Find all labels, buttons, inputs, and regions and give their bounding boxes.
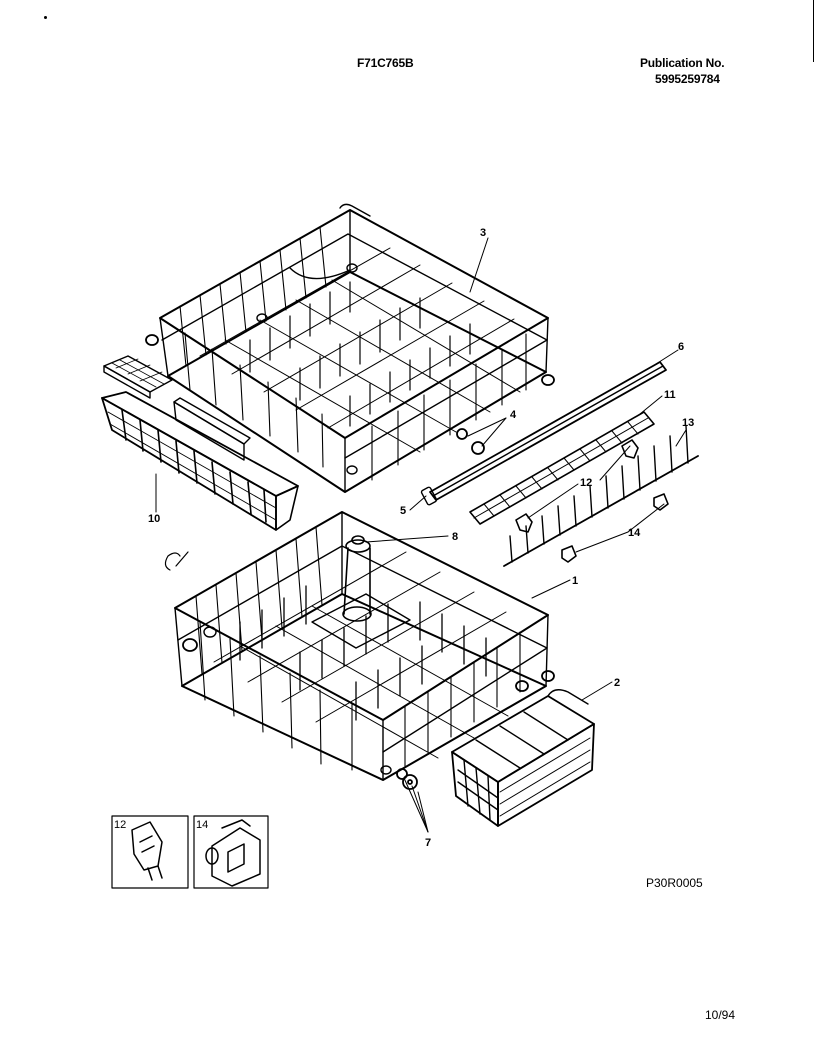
inset-label-retainer: 14 xyxy=(196,819,208,831)
callout-small-basket: 10 xyxy=(148,513,160,525)
cup-shelf xyxy=(469,411,655,525)
publication-number: 5995259784 xyxy=(655,72,720,86)
callout-rack-rollers-lower: 7 xyxy=(425,837,431,849)
model-number: F71C765B xyxy=(357,56,414,70)
rack-rollers-lower xyxy=(396,768,418,790)
callout-rack-rollers-upper: 4 xyxy=(510,409,517,421)
silverware-basket xyxy=(451,689,595,827)
inset-box-clip xyxy=(111,815,189,889)
rack-rollers-upper xyxy=(456,428,485,455)
spray-tube xyxy=(342,535,372,622)
callout-cup-shelf: 11 xyxy=(664,389,676,401)
tine-row-strip xyxy=(420,361,667,506)
upper-rack xyxy=(145,203,555,493)
inset-box-retainer xyxy=(193,815,269,889)
callout-upper-rack: 3 xyxy=(480,227,486,239)
diagram-code: P30R0005 xyxy=(646,876,703,890)
callout-tine-row-strip: 6 xyxy=(678,341,684,353)
callout-row-retainer: 14 xyxy=(628,527,641,539)
lower-rack xyxy=(174,511,555,781)
tine-row xyxy=(503,425,699,567)
publication-label: Publication No. xyxy=(640,56,725,70)
callout-shelf-clip: 12 xyxy=(580,477,592,489)
small-basket xyxy=(101,355,299,531)
callout-end-cap: 5 xyxy=(400,505,406,517)
row-retainers xyxy=(561,493,669,563)
callout-spray-tube: 8 xyxy=(452,531,458,543)
stray-mark xyxy=(44,16,47,19)
date-code: 10/94 xyxy=(705,1008,736,1022)
page-edge-line xyxy=(813,0,814,62)
callout-tine-row: 13 xyxy=(682,417,694,429)
shelf-clips xyxy=(515,439,639,533)
callout-silverware-basket: 2 xyxy=(614,677,620,689)
callout-lower-rack: 1 xyxy=(572,575,578,587)
inset-label-clip: 12 xyxy=(114,819,126,831)
